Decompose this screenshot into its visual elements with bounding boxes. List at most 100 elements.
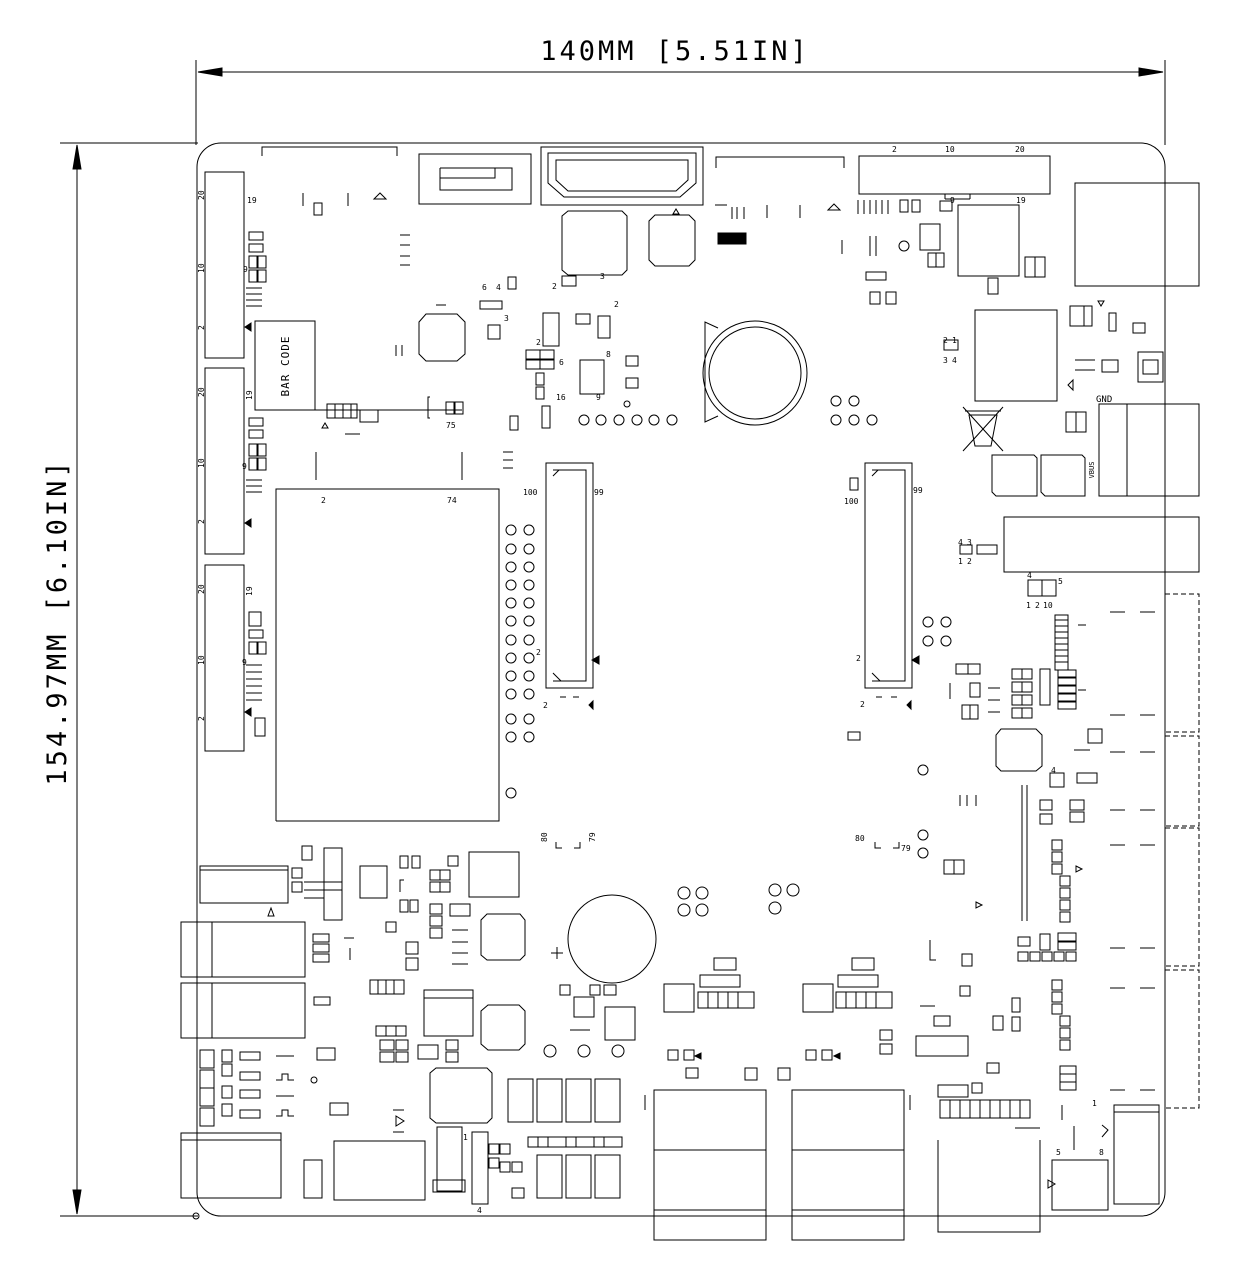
width-dimension-label: 140MM [5.51IN]: [540, 36, 810, 67]
chip-2: [648, 214, 696, 267]
pin-label: 3: [600, 272, 605, 281]
top-header-20pin: [858, 155, 1051, 200]
pin-label: 2: [552, 282, 557, 291]
top-connector-2: [715, 156, 845, 245]
pin-label: 8: [606, 350, 611, 359]
audio-jack-2: [180, 982, 306, 1039]
pin-label: 10: [197, 263, 206, 273]
usb-c-connector: [1137, 351, 1164, 383]
pin-label: 3: [943, 356, 948, 365]
pin-label: 2: [543, 701, 548, 710]
pin-label: 9: [242, 462, 247, 471]
usb-ports-right: [1164, 593, 1200, 1109]
test-points-top: [578, 400, 678, 426]
pin-label: 9: [243, 265, 248, 274]
pin-label: 20: [197, 584, 206, 594]
pin-label: 19: [1016, 196, 1026, 205]
pin-label: 2: [967, 557, 972, 566]
audio-jack-1: [180, 921, 306, 978]
test-points-dimm: [505, 524, 535, 799]
usb-bottom-left: [180, 1049, 426, 1201]
pin-label: 4: [1051, 766, 1056, 775]
pin-label: 2: [1035, 601, 1040, 610]
pin-label: 100: [523, 488, 538, 497]
header-1: [204, 171, 267, 359]
pin-label: 79: [901, 844, 911, 853]
width-dimension: [195, 60, 1166, 145]
vbus-label: VBUS: [1088, 462, 1096, 479]
sodimm-slot: [275, 396, 513, 822]
pin-label: 20: [1015, 145, 1025, 154]
pin-label: 10: [197, 458, 206, 468]
pin-label: 2: [856, 654, 861, 663]
pin-label: 80: [855, 834, 865, 843]
pin-label: 2: [536, 338, 541, 347]
lan-controller-1: [663, 886, 758, 1081]
pin-label: 99: [594, 488, 604, 497]
right-connector: [1003, 516, 1200, 573]
header-2: [204, 367, 267, 555]
components-bottom-right: [915, 859, 1160, 1233]
pin-label: 2: [614, 300, 619, 309]
pin-label: 20: [197, 190, 206, 200]
pin-label: 1: [952, 336, 957, 345]
pin-label: 19: [245, 586, 254, 596]
pin-label: 79: [588, 832, 597, 842]
pin-label: 75: [446, 421, 456, 430]
pin-label: 20: [197, 387, 206, 397]
pin-label: 2: [860, 700, 865, 709]
chip-1: [561, 210, 628, 276]
gnd-label: GND: [1096, 395, 1112, 405]
pin-label: 3: [504, 314, 509, 323]
top-connector-1: [261, 146, 410, 266]
hdmi-port: [540, 146, 704, 215]
components-bottom-left: [344, 851, 526, 995]
pin-label: 5: [1056, 1148, 1061, 1157]
pin-label: 10: [945, 145, 955, 154]
components-right-column: [975, 839, 1084, 1091]
pin-label: 74: [447, 496, 457, 505]
pin-label: 4: [952, 356, 957, 365]
components-bottom-left-3: [432, 1078, 623, 1205]
display-port: [418, 153, 532, 205]
pin-label: 1: [1092, 1099, 1097, 1108]
lan-port-1: [653, 1089, 767, 1241]
pin-label: 99: [913, 486, 923, 495]
chip-3: [418, 304, 466, 362]
usb-port-ticks: [1110, 611, 1155, 1091]
pin-label: 1: [463, 1133, 468, 1142]
pin-label: 4: [477, 1206, 482, 1215]
bar-code-label: BAR CODE: [279, 336, 292, 397]
top-right-component: [1074, 182, 1200, 287]
pin-label: 4: [496, 283, 501, 292]
components-right-mid: [949, 614, 1103, 921]
components-bottom-left-2: [375, 989, 526, 1133]
pin-label: 2: [197, 716, 206, 721]
pin-label: 6: [482, 283, 487, 292]
components-mid-top: [841, 199, 953, 305]
pin-label: 10: [197, 655, 206, 665]
power-jack-left: [199, 845, 388, 921]
pin-label: 9: [950, 196, 955, 205]
pin-label: 1: [958, 557, 963, 566]
pin-label: 8: [1099, 1148, 1104, 1157]
pin-label: 6: [559, 358, 564, 367]
pin-label: 2: [197, 325, 206, 330]
header-3: [204, 564, 267, 752]
pin-label: 9: [242, 658, 247, 667]
chip-right: [974, 309, 1058, 402]
pin-label: 3: [967, 538, 972, 547]
m2-slot-left: [545, 462, 600, 711]
pin-label: 19: [245, 390, 254, 400]
pin-label: 2: [321, 496, 326, 505]
lan-controller-2: [768, 883, 893, 1081]
pin-label: 100: [844, 497, 859, 506]
pin-label: 19: [247, 196, 257, 205]
pin-label: 5: [1058, 577, 1063, 586]
battery-bottom: [551, 894, 657, 984]
height-dimension: [60, 142, 198, 1217]
pin-label: 2: [943, 336, 948, 345]
pin-label: 16: [556, 393, 566, 402]
pin-label: 1: [1026, 601, 1031, 610]
